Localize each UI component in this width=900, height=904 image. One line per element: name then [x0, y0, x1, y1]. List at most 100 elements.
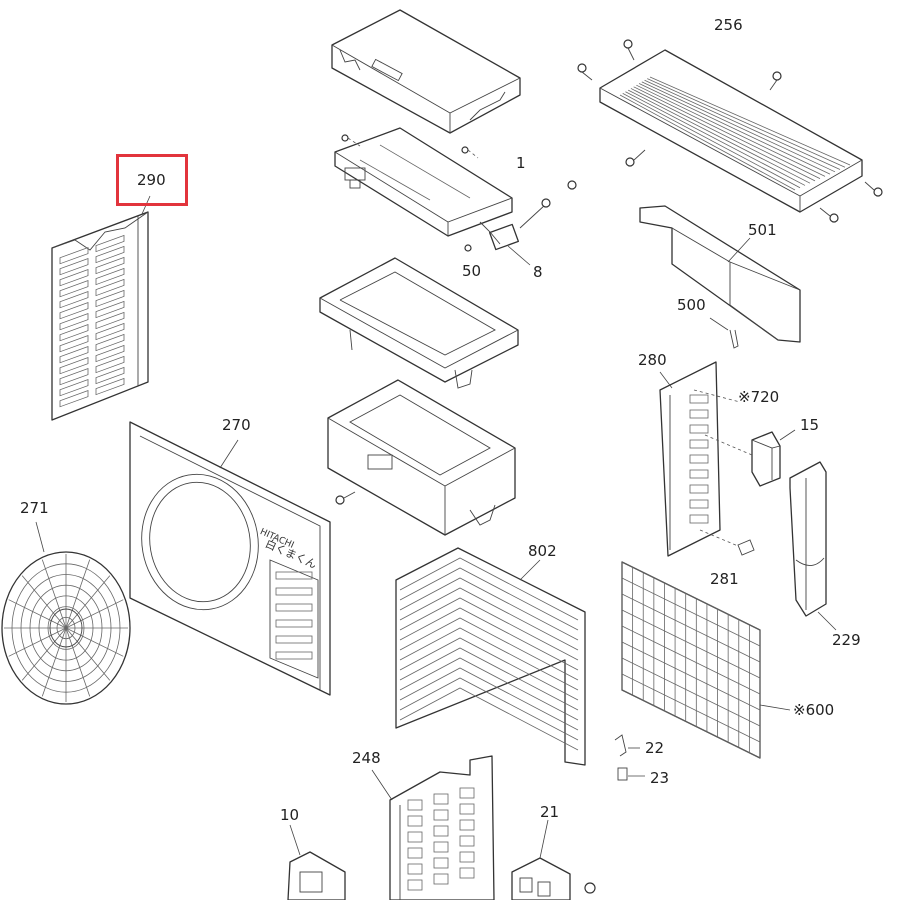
grille-slat: [644, 79, 841, 170]
guard-spoke: [65, 627, 91, 697]
electrical-box-part: [327, 379, 516, 536]
partition-slot: [459, 819, 475, 831]
grille-slat: [649, 76, 851, 166]
part-21: [511, 819, 596, 901]
partition-part-248: [371, 755, 495, 901]
control-board-part-1: [334, 127, 577, 252]
fan-guard-part-271: [1, 521, 131, 705]
panel-slot: [95, 366, 125, 385]
label-802: 802: [528, 542, 557, 560]
partition-slot: [407, 863, 423, 875]
label-270: 270: [222, 416, 251, 434]
partition-slot: [433, 857, 449, 869]
coil-fin: [399, 567, 579, 631]
grille-slat: [619, 94, 796, 191]
panel-slot: [59, 258, 89, 276]
label-15: 15: [800, 416, 820, 434]
clip-part-500: [709, 317, 739, 349]
panel-slot: [95, 278, 125, 297]
plate-slot: [689, 484, 709, 494]
rear-wire: [621, 641, 761, 711]
coil-fin: [399, 627, 579, 691]
guard-spoke: [8, 599, 67, 629]
label-23: 23: [650, 769, 670, 787]
grille-slat: [633, 86, 821, 179]
partition-slot: [433, 793, 449, 805]
panel-slot: [95, 234, 125, 253]
grille-slat: [625, 91, 806, 186]
panel-slot: [59, 368, 89, 386]
grille-slat: [641, 81, 836, 173]
panel-slot: [95, 256, 125, 275]
panel-slot: [59, 390, 89, 408]
partition-slot: [433, 841, 449, 853]
guard-spoke: [21, 627, 67, 681]
grille-slat: [630, 88, 816, 182]
partition-slot: [407, 799, 423, 811]
rear-wire: [621, 673, 761, 743]
front-slot: [275, 635, 313, 644]
partition-slot: [433, 825, 449, 837]
plate-slot: [689, 454, 709, 464]
label-501: 501: [748, 221, 777, 239]
grille-screws: [577, 39, 883, 223]
label-21: 21: [540, 803, 560, 821]
label-229: 229: [832, 631, 861, 649]
label-10: 10: [280, 806, 300, 824]
panel-slot: [59, 379, 89, 397]
rear-wire: [621, 625, 761, 695]
label-8: 8: [533, 263, 543, 281]
partition-slot: [459, 787, 475, 799]
coil-fin: [399, 617, 579, 681]
heat-exchanger-part-802: [395, 547, 586, 766]
top-grille-part-256: [577, 39, 883, 223]
plate-slot: [689, 469, 709, 479]
grille-slat: [622, 93, 801, 189]
front-slot: [275, 571, 313, 580]
panel-slot: [59, 335, 89, 353]
panel-slot: [59, 302, 89, 320]
panel-slot: [59, 357, 89, 375]
panel-slot: [59, 324, 89, 342]
side-panel-part-290: [51, 195, 151, 421]
coil-fin: [399, 557, 579, 621]
guard-spoke: [41, 627, 67, 697]
rear-wire: [621, 657, 761, 727]
label-500: 500: [677, 296, 706, 314]
panel-slot: [59, 247, 89, 265]
rear-wire: [621, 689, 761, 759]
panel-slot: [59, 291, 89, 309]
panel-slot: [95, 344, 125, 363]
panel-slot: [95, 289, 125, 308]
grille-slat: [636, 84, 826, 177]
guard-spoke: [65, 575, 111, 629]
cover-part-229: [789, 461, 837, 631]
guard-spoke: [21, 575, 67, 629]
partition-slot: [459, 803, 475, 815]
plate-slot: [689, 514, 709, 524]
panel-slot: [95, 311, 125, 330]
panel-slot: [59, 269, 89, 287]
grille-slat: [627, 89, 811, 184]
label-290: 290: [137, 171, 166, 189]
grille-slat: [647, 78, 846, 168]
front-slot: [275, 587, 313, 596]
label-720: ※720: [738, 388, 780, 406]
panel-slot: [95, 322, 125, 341]
partition-slot: [407, 879, 423, 891]
label-271: 271: [20, 499, 49, 517]
label-280: 280: [638, 351, 667, 369]
label-281: 281: [710, 570, 739, 588]
coil-fin: [399, 587, 579, 651]
panel-slot: [95, 300, 125, 319]
partition-slot: [459, 867, 475, 879]
plate-slot: [689, 499, 709, 509]
guard-spoke: [65, 627, 111, 681]
partition-slot: [407, 847, 423, 859]
rear-wire: [621, 561, 761, 631]
side-plate-part-280: [659, 361, 741, 557]
front-panel-part-270: [129, 421, 331, 696]
grille-slat: [638, 83, 831, 175]
plate-slot: [689, 409, 709, 419]
